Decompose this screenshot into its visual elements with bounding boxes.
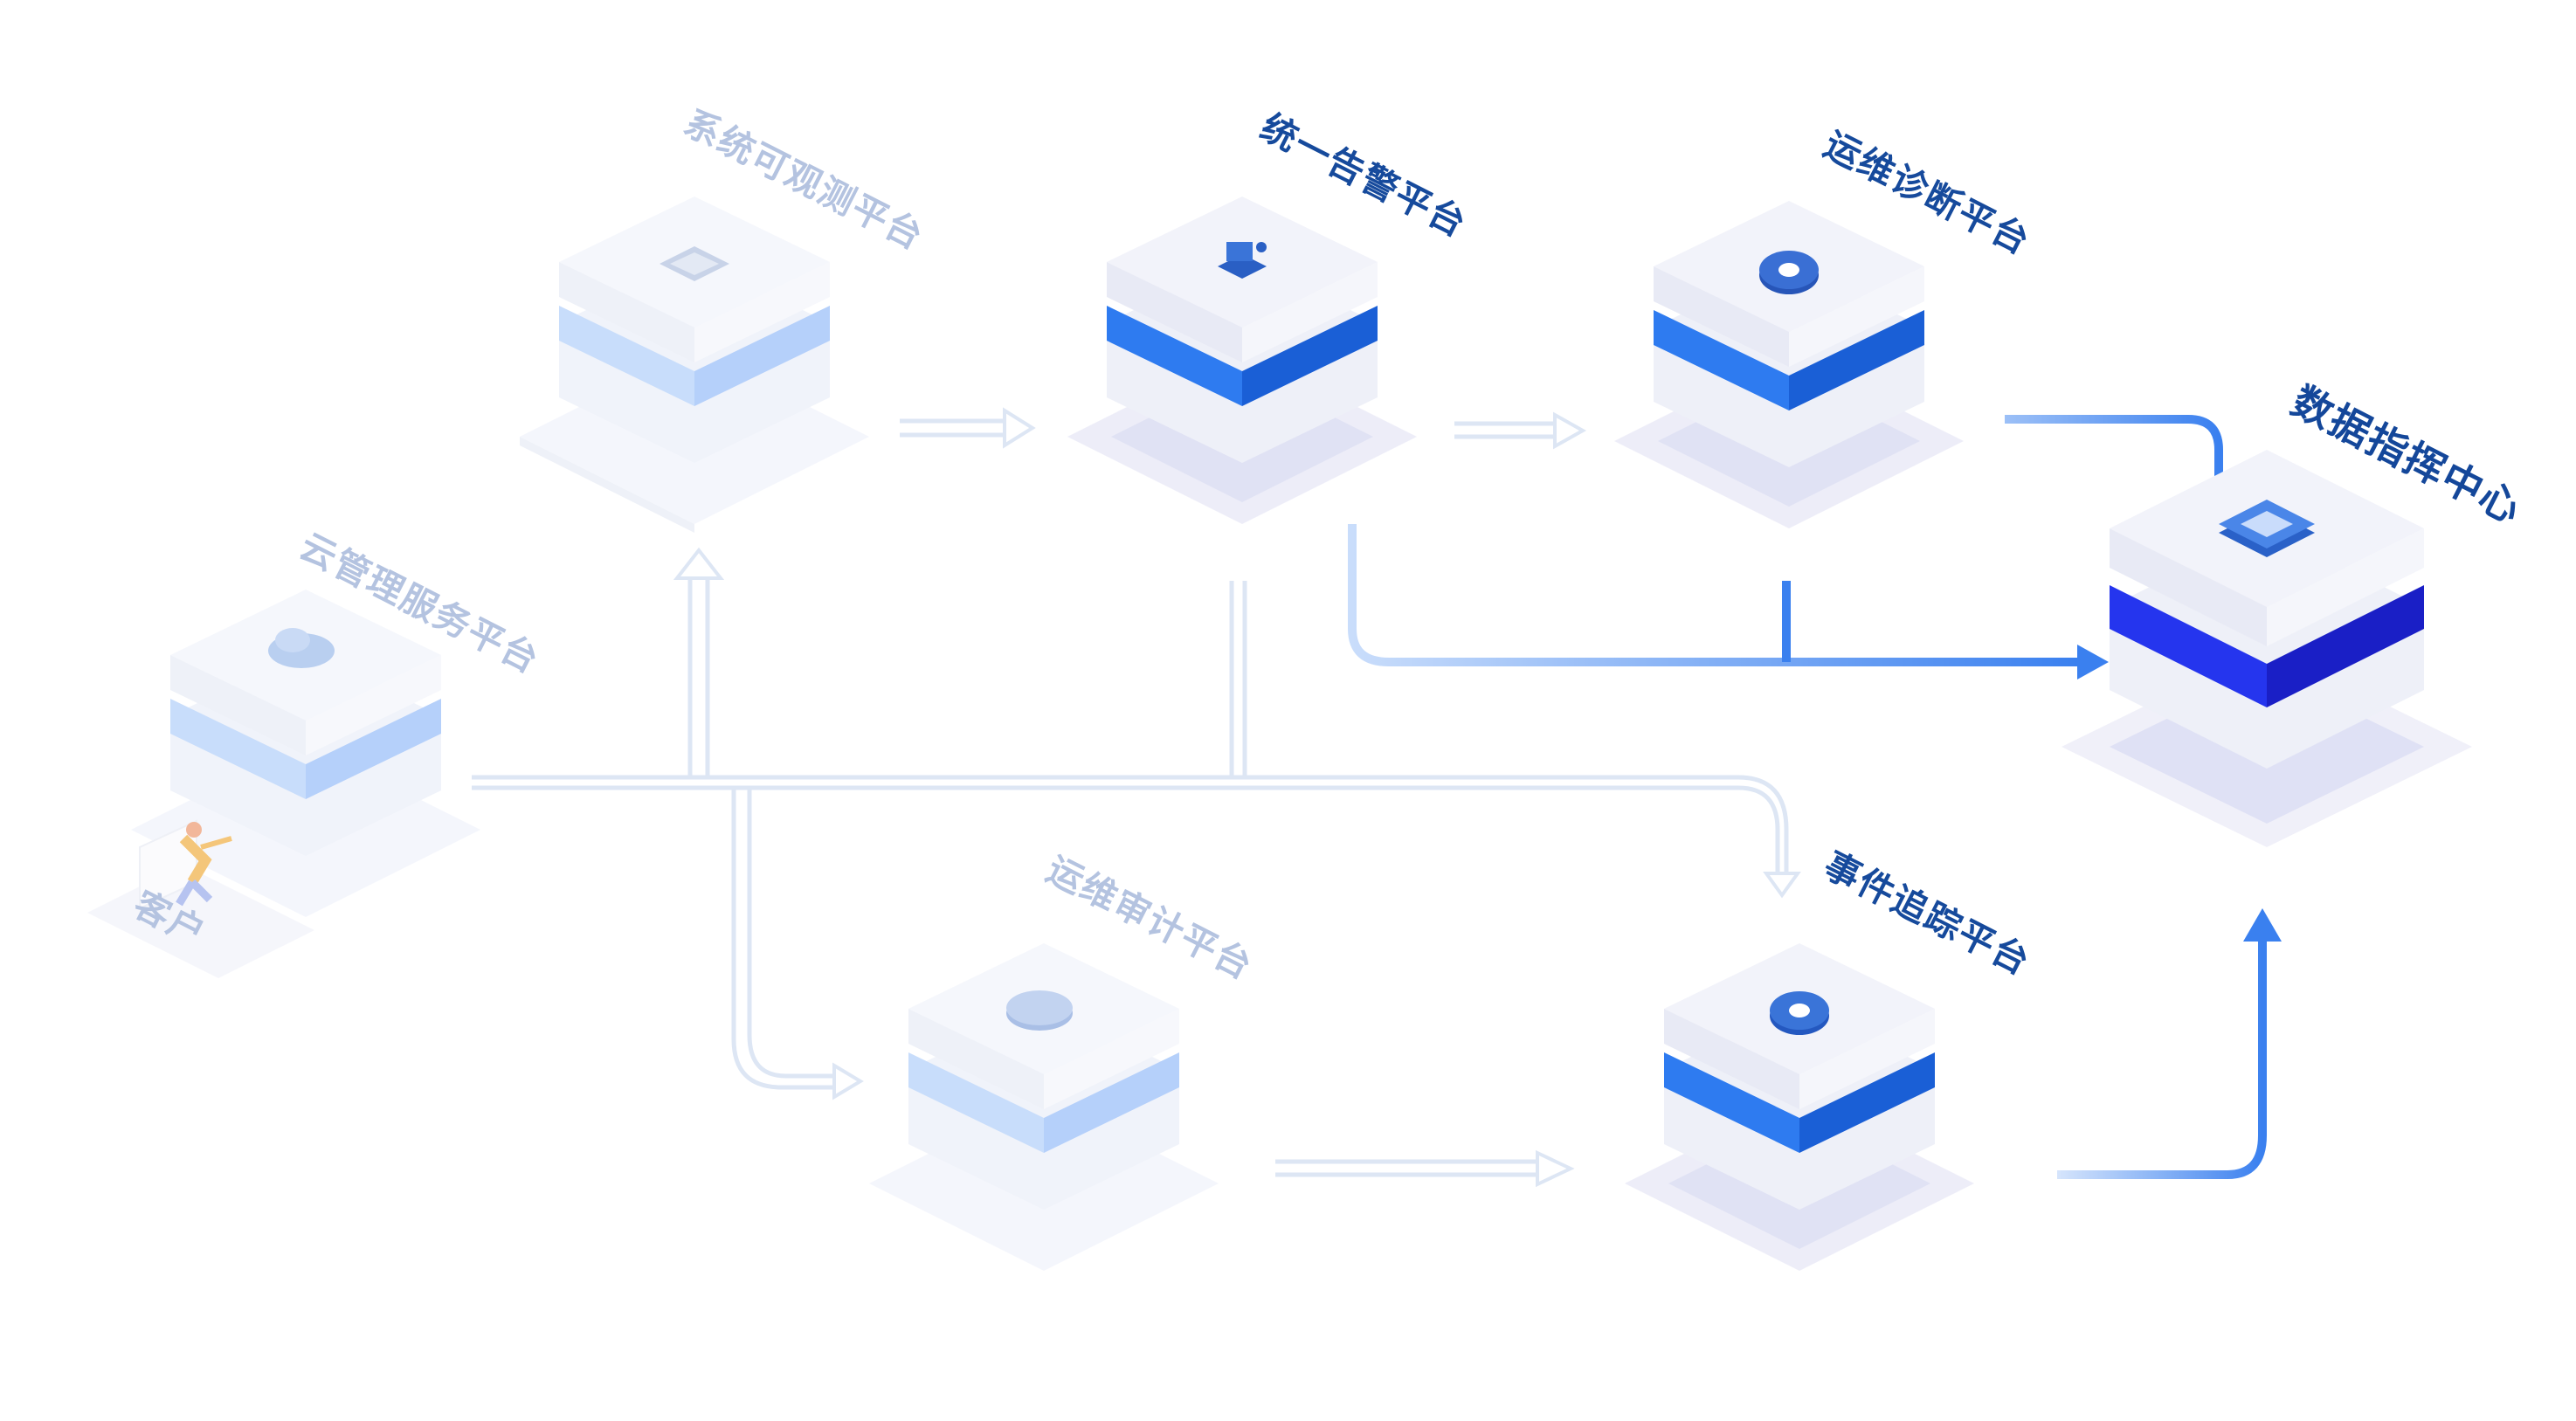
label-tracking: 事件追踪平台 <box>1817 844 2037 983</box>
gear-icon <box>1759 251 1819 294</box>
shield-icon <box>1006 990 1073 1031</box>
node-tracking[interactable] <box>1625 943 1974 1271</box>
dashboard-chart-icon <box>2219 500 2315 557</box>
faded-connectors <box>472 407 1801 1188</box>
node-command[interactable] <box>2061 450 2472 847</box>
connector-to-audit <box>731 788 834 1090</box>
arrow-tracking-command <box>2057 939 2267 1179</box>
accent-arrows <box>1348 415 2282 1179</box>
connector-bus <box>472 775 1789 873</box>
node-diagnosis[interactable] <box>1614 201 1964 528</box>
bell-alert-icon <box>1218 242 1267 279</box>
person-icon <box>176 822 232 907</box>
monitor-icon <box>660 246 729 281</box>
target-icon <box>1770 991 1829 1035</box>
cloud-icon <box>268 628 335 668</box>
node-audit[interactable] <box>869 943 1219 1271</box>
node-observability[interactable] <box>520 197 869 533</box>
node-alert[interactable] <box>1067 197 1417 524</box>
node-customer[interactable] <box>87 819 314 978</box>
arrow-diagnosis-command <box>2005 415 2223 498</box>
node-cloud[interactable] <box>131 590 480 917</box>
arrow-alert-command <box>1348 524 2079 666</box>
